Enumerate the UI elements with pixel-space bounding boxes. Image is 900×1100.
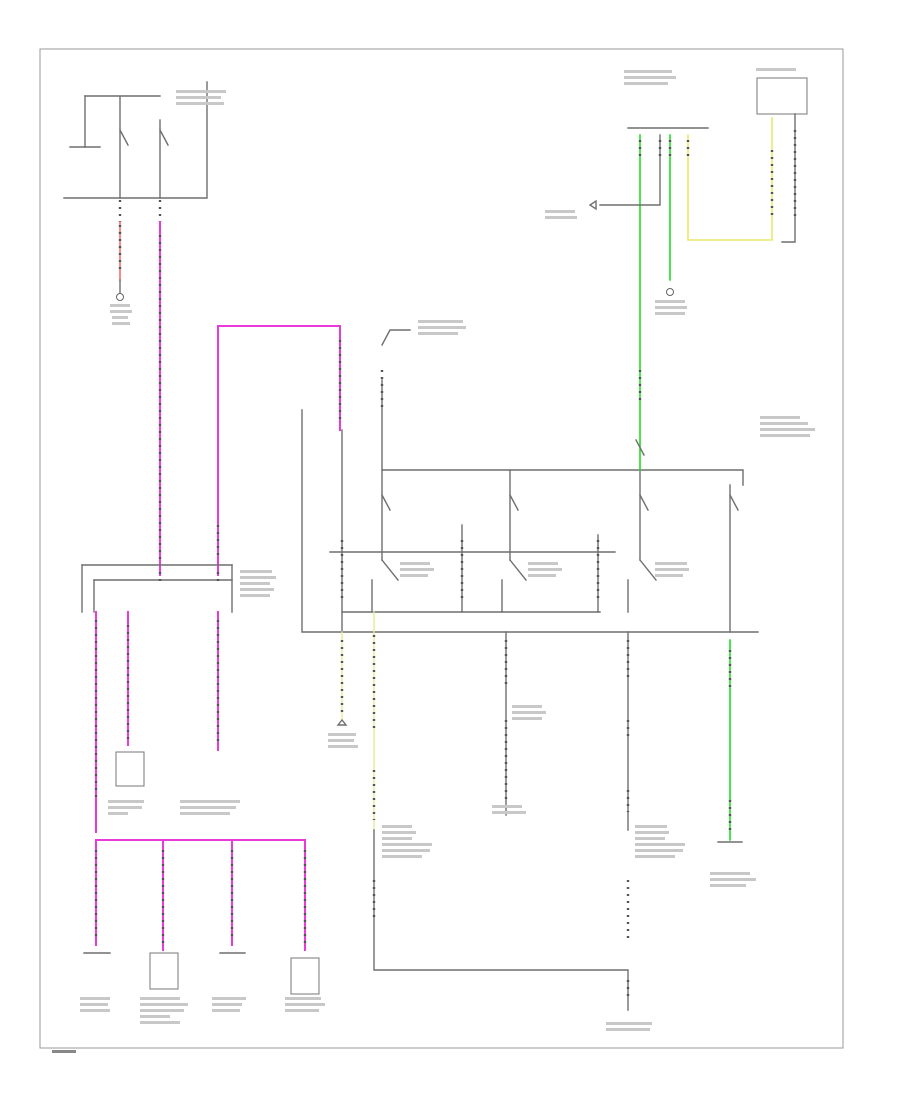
connector-box-a <box>115 751 145 787</box>
diagram-frame <box>39 48 844 1049</box>
center-module <box>301 329 759 633</box>
pink-loop-wire <box>217 325 341 576</box>
ground-point-a <box>116 293 124 301</box>
label-marks <box>52 68 815 1053</box>
junction-block-left <box>81 564 233 613</box>
connector-box-b <box>149 952 179 990</box>
ground-point-b <box>666 288 674 296</box>
component-box-top-right <box>756 77 808 115</box>
ground-loop-bottom <box>373 829 629 1011</box>
fuse-block-top-left <box>63 81 208 301</box>
connector-box-c <box>290 957 320 995</box>
top-right-module <box>599 77 808 471</box>
